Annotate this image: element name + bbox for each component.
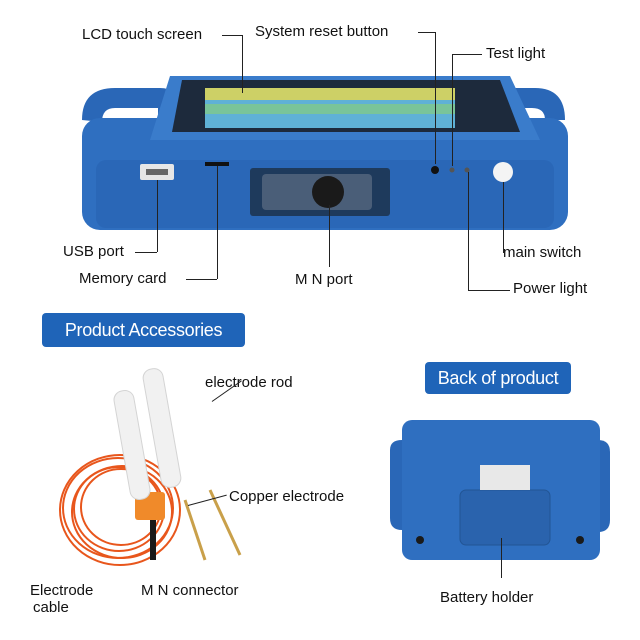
leader-usb-h bbox=[135, 252, 157, 253]
section-product-accessories: Product Accessories bbox=[42, 313, 245, 347]
leader-lcd-v bbox=[242, 35, 243, 93]
label-electrode-cable-line2: cable bbox=[33, 599, 69, 616]
leader-usb-v bbox=[157, 180, 158, 252]
leader-lcd bbox=[222, 35, 242, 36]
label-electrode-cable-line1: Electrode bbox=[30, 582, 94, 599]
leader-reset bbox=[418, 32, 435, 33]
label-copper-electrode: Copper electrode bbox=[229, 488, 345, 505]
device-back-illustration bbox=[390, 420, 610, 560]
leader-reset-v bbox=[435, 32, 436, 164]
label-electrode-rod: electrode rod bbox=[205, 374, 293, 391]
label-battery-holder: Battery holder bbox=[440, 589, 534, 606]
label-main-switch: main switch bbox=[503, 244, 582, 261]
leader-power-h bbox=[468, 290, 510, 291]
leader-test-v bbox=[452, 54, 453, 166]
leader-power-v bbox=[468, 172, 469, 290]
leader-memory-v bbox=[217, 166, 218, 279]
section-back-of-product: Back of product bbox=[425, 362, 571, 394]
label-lcd-touch-screen: LCD touch screen bbox=[82, 26, 203, 43]
leader-mn-v bbox=[329, 205, 330, 267]
leader-memory-h bbox=[186, 279, 217, 280]
leader-test bbox=[452, 54, 482, 55]
accessories-illustration bbox=[59, 368, 242, 566]
label-mn-connector: M N connector bbox=[141, 582, 239, 599]
device-front-illustration bbox=[82, 76, 568, 230]
label-power-light: Power light bbox=[513, 280, 588, 297]
label-test-light: Test light bbox=[486, 45, 546, 62]
label-mn-port: M N port bbox=[295, 271, 353, 288]
label-usb-port: USB port bbox=[63, 243, 124, 260]
label-memory-card: Memory card bbox=[79, 270, 167, 287]
label-system-reset-button: System reset button bbox=[255, 23, 389, 40]
leader-battery bbox=[501, 538, 502, 578]
leader-switch-v bbox=[503, 182, 504, 253]
